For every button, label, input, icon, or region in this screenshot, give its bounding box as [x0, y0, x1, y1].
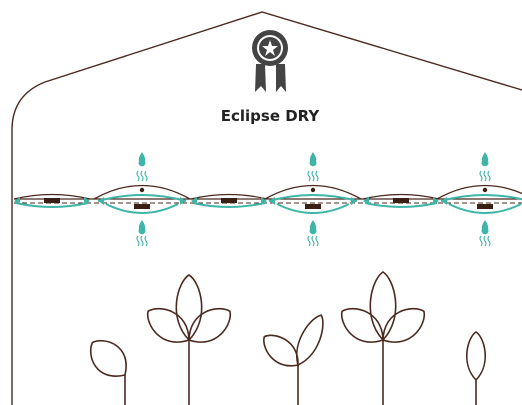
evaporation-wave-icon	[307, 235, 319, 247]
airflow-link	[13, 193, 91, 208]
product-name: Eclipse DRY	[221, 107, 321, 125]
plant-row	[89, 271, 486, 405]
airflow-link	[362, 193, 440, 208]
evaporation-wave-icon	[479, 170, 491, 182]
dispenser-unit	[93, 184, 191, 214]
water-drop-icon	[481, 152, 489, 167]
evaporation-wave-icon	[136, 235, 148, 247]
evaporation-wave-icon	[307, 170, 319, 182]
airflow-link	[190, 193, 268, 208]
water-drop-icon	[309, 220, 317, 235]
evaporation-wave-icon	[479, 235, 491, 247]
plant-icon	[89, 339, 127, 405]
plant-icon	[466, 331, 486, 405]
greenhouse-outline	[11, 11, 522, 405]
award-ribbon-star-icon	[252, 30, 288, 92]
dispenser-system	[13, 152, 522, 247]
dispenser-unit	[264, 184, 362, 214]
plant-icon	[146, 274, 232, 405]
plant-icon	[263, 314, 324, 405]
water-drop-icon	[309, 152, 317, 167]
evaporation-wave-icon	[136, 170, 148, 182]
water-drop-icon	[138, 220, 146, 235]
water-drop-icon	[138, 152, 146, 167]
water-drop-icon	[481, 220, 489, 235]
plant-icon	[340, 271, 426, 405]
dispenser-unit	[436, 184, 522, 214]
